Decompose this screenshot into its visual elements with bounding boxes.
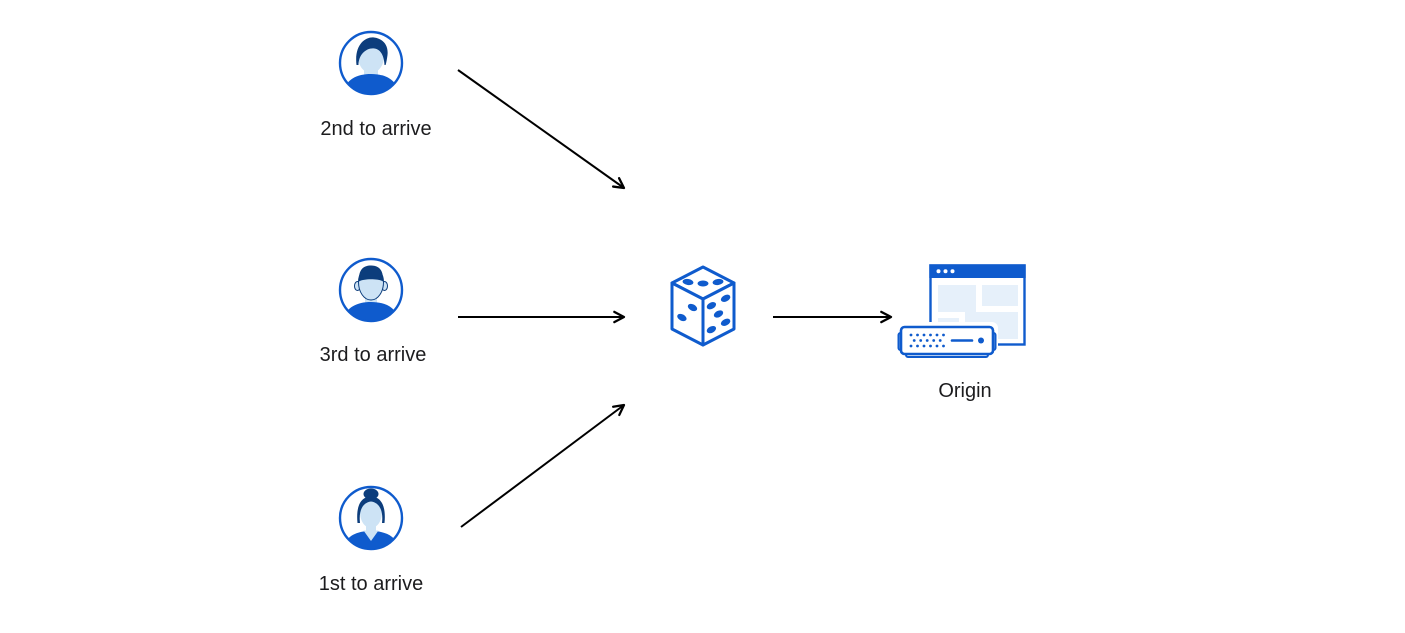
avatar-hair	[359, 265, 383, 282]
origin-server-browser-icon	[897, 264, 1026, 360]
server-vent-dots	[909, 333, 945, 348]
avatar-hair	[357, 496, 385, 523]
node-user-1st: 1st to arrive	[319, 484, 423, 595]
avatar-face	[360, 499, 382, 528]
avatar-hair	[356, 37, 388, 65]
browser-titlebar	[929, 264, 1026, 278]
user-3rd-label: 3rd to arrive	[319, 344, 427, 366]
node-user-2nd: 2nd to arrive	[320, 29, 432, 140]
dice-pips-top	[682, 278, 724, 287]
male-avatar-swoosh-hair-icon	[338, 30, 404, 96]
edge-user-2nd-to-dice	[457, 69, 626, 190]
origin-label: Origin	[938, 380, 992, 402]
dice-pips-left	[677, 303, 698, 322]
server-led	[978, 337, 984, 344]
dice-icon	[670, 265, 736, 347]
user-2nd-label: 2nd to arrive	[320, 118, 432, 140]
dice-pips-right	[706, 294, 731, 334]
edge-user-1st-to-dice	[460, 403, 626, 528]
avatar-hair-bun	[363, 488, 379, 500]
browser-window-dots-icon	[936, 269, 955, 274]
node-random-selector	[668, 264, 738, 348]
male-avatar-flattop-hair-icon	[338, 257, 404, 323]
node-origin: Origin	[897, 262, 1029, 402]
avatar-collar	[363, 530, 379, 541]
node-user-3rd: 3rd to arrive	[320, 256, 426, 366]
female-avatar-bun-hair-icon	[338, 485, 404, 551]
user-1st-label: 1st to arrive	[318, 573, 424, 595]
server	[897, 322, 998, 360]
